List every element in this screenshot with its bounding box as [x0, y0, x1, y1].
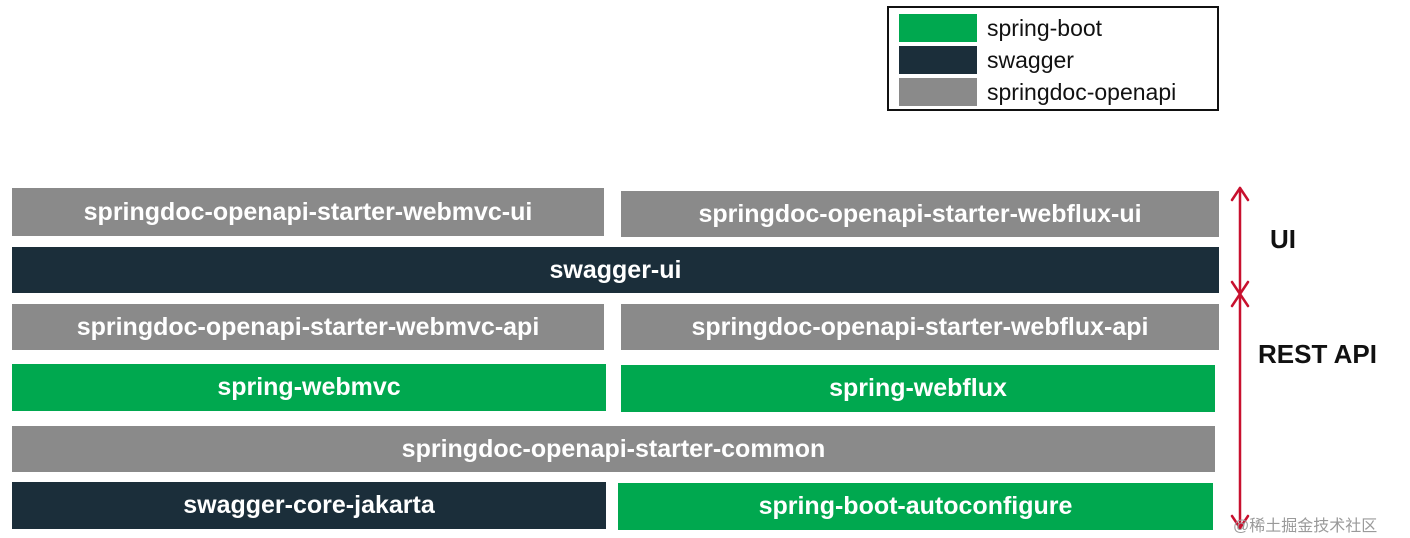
legend-label-springdoc-openapi: springdoc-openapi	[987, 78, 1177, 105]
block-swagger-ui: swagger-ui	[12, 247, 1219, 293]
block-spring-boot-autoconfigure: spring-boot-autoconfigure	[618, 483, 1213, 530]
arrow-head-bottom-icon	[1230, 514, 1250, 530]
layer-arrow	[1230, 186, 1250, 530]
block-swagger-core-jakarta: swagger-core-jakarta	[12, 482, 606, 529]
legend-label-spring-boot: spring-boot	[987, 14, 1103, 41]
watermark: @稀土掘金技术社区	[1233, 518, 1378, 535]
arrow-head-top-icon	[1230, 186, 1250, 202]
legend-label-swagger: swagger	[987, 46, 1074, 73]
legend-swatch-spring-boot	[899, 14, 977, 42]
layer-label-rest-api: REST API	[1258, 339, 1377, 369]
block-spring-webmvc: spring-webmvc	[12, 364, 606, 411]
layer-label-ui: UI	[1270, 224, 1296, 254]
block-webflux-ui: springdoc-openapi-starter-webflux-ui	[621, 191, 1219, 237]
arrow-divider-up-icon	[1230, 292, 1250, 308]
legend-item-spring-boot: spring-boot	[899, 14, 1102, 42]
block-webmvc-ui: springdoc-openapi-starter-webmvc-ui	[12, 188, 604, 236]
block-spring-webflux: spring-webflux	[621, 365, 1215, 412]
legend: spring-boot swagger springdoc-openapi	[887, 6, 1219, 111]
legend-item-swagger: swagger	[899, 46, 1074, 74]
block-webmvc-api: springdoc-openapi-starter-webmvc-api	[12, 304, 604, 350]
legend-swatch-springdoc-openapi	[899, 78, 977, 106]
legend-swatch-swagger	[899, 46, 977, 74]
legend-item-springdoc-openapi: springdoc-openapi	[899, 78, 1176, 106]
block-webflux-api: springdoc-openapi-starter-webflux-api	[621, 304, 1219, 350]
block-starter-common: springdoc-openapi-starter-common	[12, 426, 1215, 472]
